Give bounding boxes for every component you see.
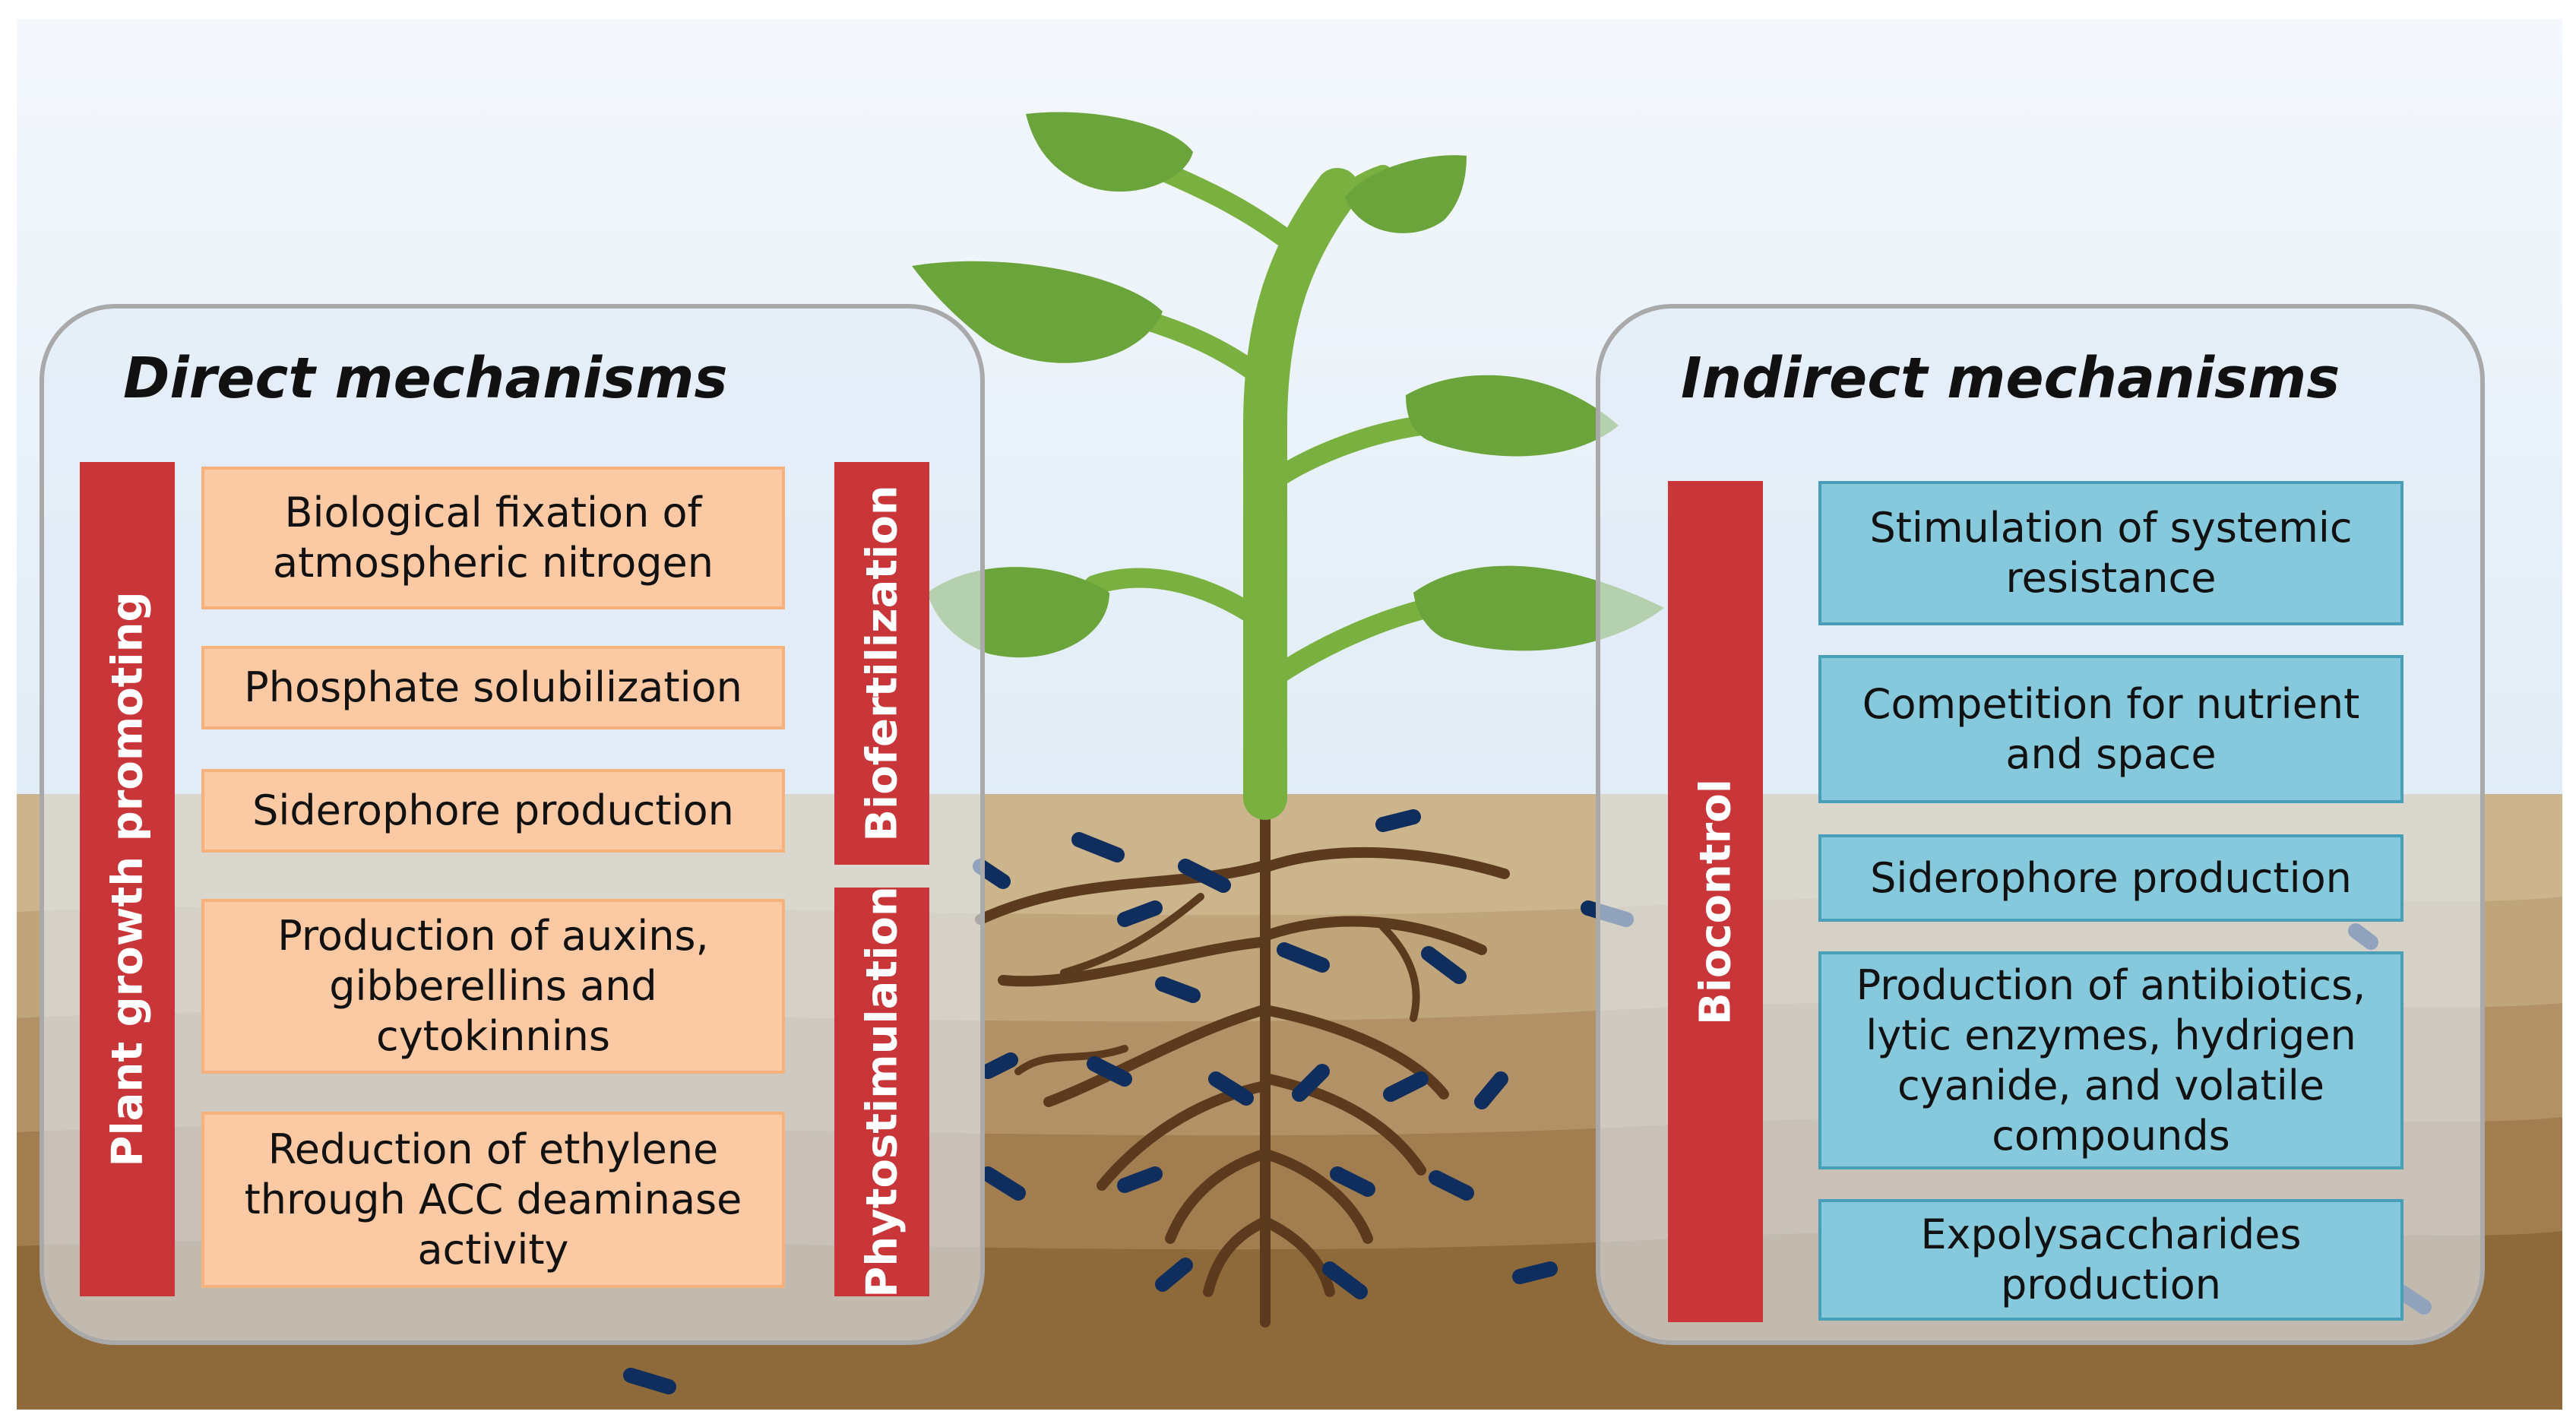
plant-growth-promoting-label: Plant growth promoting: [103, 591, 152, 1167]
roots: [975, 793, 1510, 1327]
mechanism-box-ethylene-reduction: Reduction of ethylene through ACC deamin…: [201, 1112, 785, 1288]
biofertilization-bar: Biofertilization: [834, 462, 929, 865]
mechanism-box-siderophore-production-direct: Siderophore production: [201, 769, 785, 853]
plant-growth-promoting-bar: Plant growth promoting: [80, 462, 175, 1296]
phytostimulation-bar: Phytostimulation: [834, 886, 929, 1298]
mechanism-box-siderophore-production-indirect: Siderophore production: [1818, 834, 2404, 922]
biocontrol-bar: Biocontrol: [1668, 481, 1763, 1322]
mechanism-box-nitrogen-fixation: Biological fixation of atmospheric nitro…: [201, 467, 785, 609]
indirect-mechanisms-title: Indirect mechanisms: [1681, 346, 2340, 411]
biocontrol-label: Biocontrol: [1691, 778, 1740, 1025]
mechanism-box-exopolysaccharides: Expolysaccharides production: [1818, 1199, 2404, 1321]
mechanism-box-antibiotics-production: Production of antibiotics, lytic enzymes…: [1818, 951, 2404, 1169]
mechanism-box-phytohormone-production: Production of auxins, gibberellins and c…: [201, 899, 785, 1074]
direct-mechanisms-title: Direct mechanisms: [123, 346, 728, 411]
mechanism-box-systemic-resistance: Stimulation of systemic resistance: [1818, 481, 2404, 625]
mechanism-box-phosphate-solubilization: Phosphate solubilization: [201, 646, 785, 729]
phytostimulation-label: Phytostimulation: [857, 886, 907, 1298]
mechanism-box-competition: Competition for nutrient and space: [1818, 655, 2404, 803]
biofertilization-label: Biofertilization: [857, 485, 907, 842]
